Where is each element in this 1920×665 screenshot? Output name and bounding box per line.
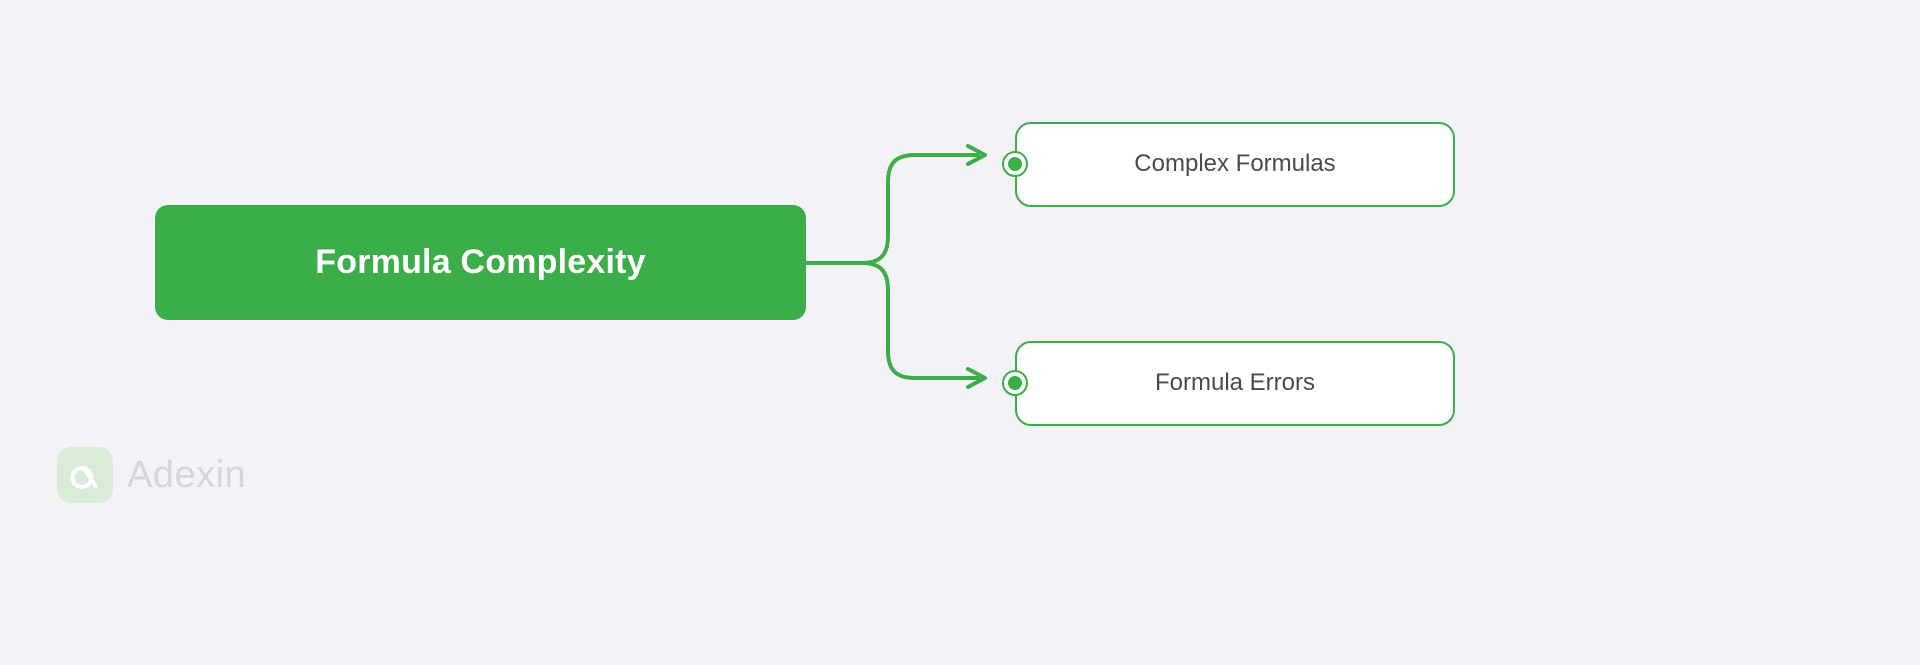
brand-logo: Adexin [57, 447, 246, 503]
arrowhead-formula-errors [966, 367, 987, 389]
child-node-complex-formulas[interactable]: Complex Formulas [1015, 122, 1455, 207]
brand-name: Adexin [127, 454, 247, 496]
child-node-label: Formula Errors [1154, 369, 1316, 397]
adexin-logo-icon [57, 447, 113, 503]
root-node[interactable]: Formula Complexity [155, 205, 806, 320]
connector-root-to-formula-errors [860, 261, 980, 380]
child-node-formula-errors[interactable]: Formula Errors [1015, 341, 1455, 426]
arrowhead-complex-formulas [966, 144, 987, 166]
connector-root-to-complex-formulas [860, 153, 980, 265]
connector-dot-formula-errors [1002, 370, 1028, 396]
child-node-label: Complex Formulas [1134, 150, 1336, 178]
connector-dot-complex-formulas [1002, 151, 1028, 177]
root-node-label: Formula Complexity [315, 242, 646, 281]
